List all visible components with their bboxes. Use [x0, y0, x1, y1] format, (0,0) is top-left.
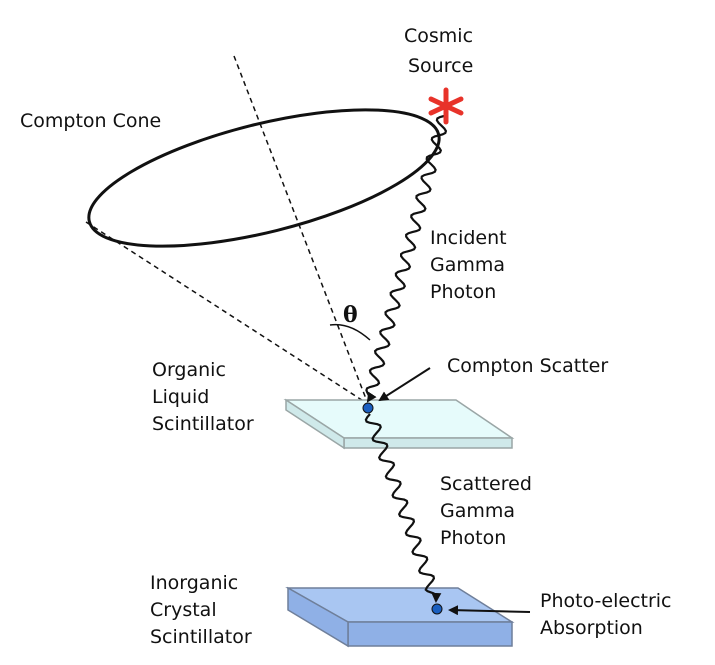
- scattered-photon-label-line1: Scattered: [440, 473, 532, 495]
- compton-scatter-arrow: [378, 367, 431, 402]
- scattered-gamma-photon-path: [364, 413, 442, 603]
- cone-axis-dashed-line: [233, 55, 369, 405]
- scattered-photon-label-line3: Photon: [440, 527, 506, 549]
- scattered-photon-label-line2: Gamma: [440, 500, 515, 522]
- incident-photon-label-line1: Incident: [430, 227, 507, 249]
- inorganic-slab-side: [287, 586, 349, 648]
- organic-scintillator-label-line2: Liquid: [152, 386, 209, 408]
- photo-electric-label-line2: Absorption: [540, 617, 643, 639]
- inorganic-scintillator-label-line1: Inorganic: [150, 572, 238, 594]
- compton-cone-label: Compton Cone: [20, 110, 161, 132]
- cosmic-source-label-line1: Cosmic: [404, 25, 473, 47]
- organic-scintillator-label-line1: Organic: [152, 359, 226, 381]
- inorganic-scintillator-slab: [285, 586, 515, 648]
- photo-absorption-point: [431, 603, 443, 615]
- cosmic-source-label-line2: Source: [408, 55, 473, 77]
- incident-photon-label-line2: Gamma: [430, 254, 505, 276]
- photo-electric-label-line1: Photo-electric: [540, 590, 672, 612]
- inorganic-slab-front: [347, 621, 513, 647]
- inorganic-scintillator-label-line2: Crystal: [150, 599, 217, 621]
- theta-label: θ: [343, 302, 358, 328]
- inorganic-scintillator-label-line3: Scintillator: [150, 626, 252, 648]
- organic-slab-side: [285, 398, 345, 450]
- theta-angle-arc: [329, 323, 371, 341]
- compton-scatter-point: [362, 402, 374, 414]
- compton-scatter-label: Compton Scatter: [447, 355, 608, 377]
- cone-edge-dashed-line: [85, 221, 369, 405]
- photo-electric-arrow: [448, 605, 531, 616]
- organic-scintillator-label-line3: Scintillator: [152, 413, 254, 435]
- incident-photon-label-line3: Photon: [430, 281, 496, 303]
- incident-gamma-photon-path: [365, 114, 448, 403]
- organic-scintillator-slab: [283, 398, 515, 450]
- cosmic-source-star-icon: [428, 87, 464, 125]
- organic-slab-front: [343, 437, 513, 449]
